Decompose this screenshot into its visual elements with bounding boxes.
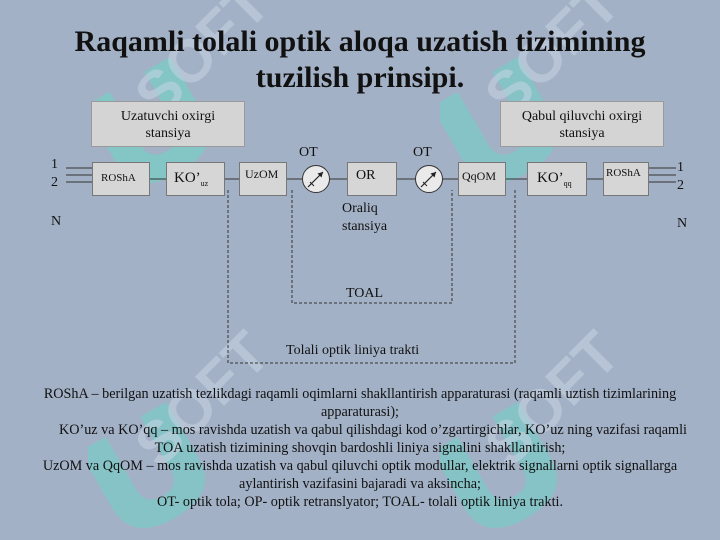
toal-label: TOAL (346, 286, 384, 301)
rosha-rx-label: ROShA (606, 167, 641, 179)
page-title: Raqamli tolali optik aloqa uzatish tizim… (20, 24, 700, 96)
output-2: 2 (677, 178, 684, 193)
uzom-label: UzOM (245, 167, 279, 181)
ko-uz-label: KO’uz (174, 170, 208, 188)
rx-station-line-1: Qabul qiluvchi oxirgi (521, 109, 643, 124)
desc-rosha: ROShA – berilgan uzatish tezlikdagi raqa… (43, 386, 677, 420)
tract-label: Tolali optik liniya trakti (286, 343, 420, 358)
ot-label-left: OT (299, 145, 318, 160)
rosha-tx-label: ROShA (101, 172, 136, 184)
ko-uz-block: KO’uz (166, 162, 225, 196)
title-line-2: tuzilish prinsipi. (255, 61, 465, 94)
or-block: OR (347, 162, 397, 196)
legend-description: ROShA – berilgan uzatish tezlikdagi raqa… (20, 385, 700, 511)
ko-qq-block: KO’qq (527, 162, 587, 196)
ot-label-right: OT (413, 145, 432, 160)
intermediate-station-line-1: Oraliq (342, 201, 378, 216)
ko-uz-main: KO’ (174, 170, 201, 186)
title-line-1: Raqamli tolali optik aloqa uzatish tizim… (74, 25, 646, 58)
output-1: 1 (677, 160, 684, 175)
desc-abbrev: OT- optik tola; OP- optik retranslyator;… (157, 494, 563, 510)
desc-om: UzOM va QqOM – mos ravishda uzatish va q… (42, 458, 678, 492)
output-n: N (677, 216, 688, 231)
optical-fiber-right-icon (415, 165, 443, 193)
tx-station-line-1: Uzatuvchi oxirgi (120, 109, 216, 124)
rosha-tx-block: ROShA (92, 162, 150, 196)
desc-ko: KO’uz va KO’qq – mos ravishda uzatish va… (59, 422, 687, 456)
uzom-block: UzOM (239, 162, 287, 196)
ko-qq-sub: qq (563, 179, 572, 188)
tract-boundary (227, 190, 516, 364)
qqom-block: QqOM (458, 162, 506, 196)
optical-fiber-left-icon (302, 165, 330, 193)
input-n: N (51, 214, 62, 229)
ko-uz-sub: uz (200, 179, 209, 188)
intermediate-station-line-2: stansiya (342, 219, 388, 234)
ko-qq-main: KO’ (537, 170, 564, 186)
ko-qq-label: KO’qq (537, 170, 572, 188)
tx-station-label: Uzatuvchi oxirgi stansiya (91, 101, 245, 147)
tx-station-line-2: stansiya (145, 126, 191, 141)
toal-boundary (291, 190, 453, 304)
rx-station-label: Qabul qiluvchi oxirgi stansiya (500, 101, 664, 147)
input-2: 2 (51, 175, 58, 190)
or-label: OR (356, 168, 376, 183)
input-1: 1 (51, 157, 58, 172)
rx-station-line-2: stansiya (559, 126, 605, 141)
rosha-rx-block: ROShA (603, 162, 649, 196)
qqom-label: QqOM (462, 169, 497, 183)
